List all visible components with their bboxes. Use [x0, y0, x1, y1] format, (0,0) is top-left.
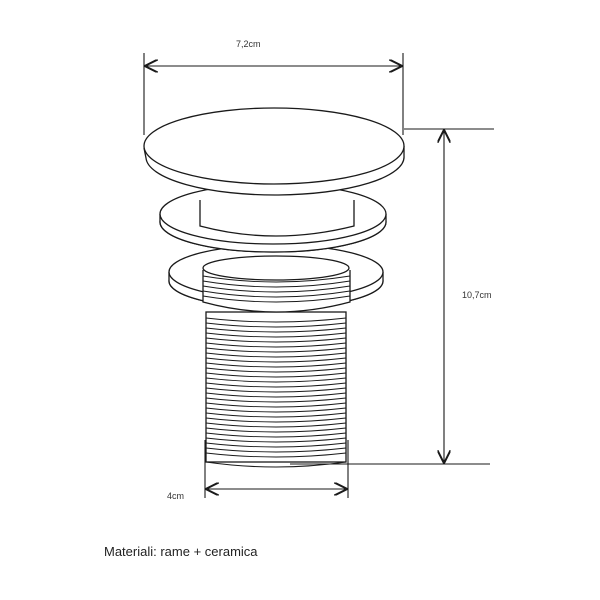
collar-threads: [202, 275, 351, 303]
thread-label: 4cm: [167, 491, 184, 501]
width-dimension: 7,2cm: [143, 39, 404, 135]
threaded-body: [205, 311, 347, 468]
upper-washer: [159, 183, 387, 253]
height-dimension: 10,7cm: [290, 128, 494, 465]
lower-washer: [168, 244, 384, 313]
thread-dimension: 4cm: [167, 440, 349, 501]
thread-lines: [205, 317, 347, 458]
height-label: 10,7cm: [462, 290, 492, 300]
materials-caption: Materiali: rame + ceramica: [104, 544, 258, 559]
width-label: 7,2cm: [236, 39, 261, 49]
drain-cap: [143, 107, 405, 196]
